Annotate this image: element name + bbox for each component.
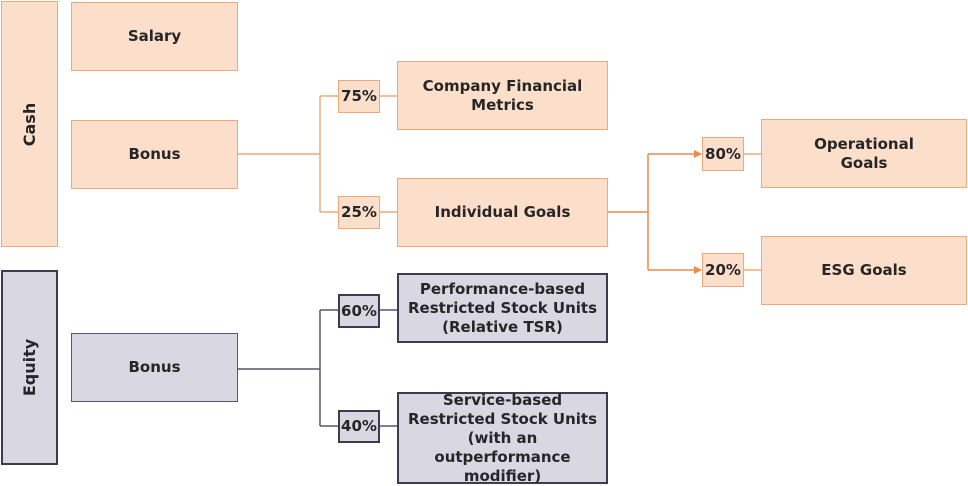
- salary-box: Salary: [71, 2, 238, 71]
- cash-group-label: Cash: [1, 1, 58, 247]
- connector-individual-goals: [608, 154, 649, 270]
- esg-goals-label: ESG Goals: [821, 261, 907, 279]
- pct-25-box: 25%: [338, 196, 380, 229]
- operational-goals-label: Operational Goals: [814, 134, 914, 172]
- cash-label: Cash: [19, 102, 39, 146]
- pct-25-label: 25%: [341, 203, 377, 221]
- rsu-box: Service-based Restricted Stock Units (wi…: [397, 390, 608, 485]
- esg-goals-box: ESG Goals: [761, 236, 967, 305]
- psu-box: Performance-based Restricted Stock Units…: [397, 273, 608, 343]
- company-financial-metrics-label: Company Financial Metrics: [422, 76, 583, 114]
- individual-goals-label: Individual Goals: [434, 203, 571, 221]
- pct-40-label: 40%: [341, 417, 377, 435]
- rsu-label: Service-based Restricted Stock Units (wi…: [407, 390, 598, 485]
- pct-20-box: 20%: [702, 253, 744, 287]
- operational-goals-box: Operational Goals: [761, 119, 967, 188]
- connector-equity-bonus: [238, 309, 338, 427]
- pct-75-label: 75%: [341, 87, 377, 105]
- pct-60-box: 60%: [338, 294, 380, 328]
- salary-label: Salary: [127, 27, 182, 45]
- pct-75-box: 75%: [338, 80, 380, 113]
- pct-20-label: 20%: [705, 260, 741, 279]
- cash-bonus-box: Bonus: [71, 120, 238, 189]
- equity-bonus-label: Bonus: [128, 358, 181, 376]
- individual-goals-box: Individual Goals: [397, 178, 608, 247]
- pct-40-box: 40%: [338, 410, 380, 443]
- equity-bonus-box: Bonus: [71, 333, 238, 402]
- equity-group-label: Equity: [1, 270, 58, 465]
- pct-60-label: 60%: [341, 301, 377, 320]
- psu-label: Performance-based Restricted Stock Units…: [407, 279, 598, 336]
- equity-label: Equity: [20, 338, 39, 397]
- connector-cash-bonus: [238, 95, 338, 213]
- cash-bonus-label: Bonus: [128, 145, 181, 163]
- company-financial-metrics-box: Company Financial Metrics: [397, 61, 608, 130]
- pct-80-box: 80%: [702, 137, 744, 171]
- pct-80-label: 80%: [705, 144, 741, 163]
